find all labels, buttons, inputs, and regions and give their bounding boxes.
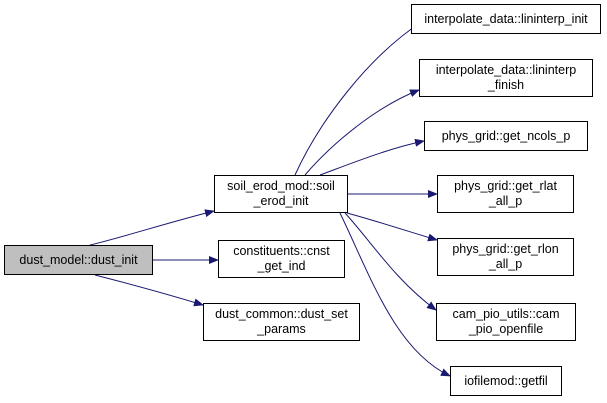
node-label-dust-set-params-line2: _params <box>257 322 306 336</box>
node-label-cam-pio-openfile-line2: _pio_openfile <box>468 322 544 336</box>
node-interpolate-data-lininterp-finish[interactable]: interpolate_data::lininterp _finish <box>419 59 593 97</box>
node-label-cnst-get-ind-line1: constituents::cnst <box>233 244 330 258</box>
node-label-get-rlat-all-p-line2: _all_p <box>488 194 523 208</box>
edge-dust-init-to-dust-set-params <box>94 274 204 307</box>
node-label-lininterp-finish-line2: _finish <box>487 78 525 92</box>
node-phys-grid-get-rlat-all-p[interactable]: phys_grid::get_rlat _all_p <box>437 175 574 213</box>
node-label-dust-init: dust_model::dust_init <box>19 252 138 267</box>
edge-soil-erod-init-to-lininterp-init <box>294 20 424 176</box>
edge-soil-erod-init-to-cam-pio-openfile <box>344 212 437 311</box>
node-phys-grid-get-rlon-all-p[interactable]: phys_grid::get_rlon _all_p <box>437 238 574 276</box>
node-soil-erod-mod-soil-erod-init[interactable]: soil_erod_mod::soil _erod_init <box>214 175 348 213</box>
node-label-soil-erod-init-line2: _erod_init <box>253 194 309 208</box>
node-label-get-rlat-all-p-line1: phys_grid::get_rlat <box>454 179 557 193</box>
node-cam-pio-utils-cam-pio-openfile[interactable]: cam_pio_utils::cam _pio_openfile <box>436 303 576 341</box>
node-label-cam-pio-openfile-line1: cam_pio_utils::cam <box>452 307 560 321</box>
edge-soil-erod-init-to-lininterp-finish <box>304 89 420 176</box>
node-dust-model-dust-init[interactable]: dust_model::dust_init <box>4 245 153 275</box>
node-label-get-rlon-all-p-line1: phys_grid::get_rlon <box>452 242 559 256</box>
node-dust-common-dust-set-params[interactable]: dust_common::dust_set _params <box>203 303 360 341</box>
node-interpolate-data-lininterp-init[interactable]: interpolate_data::lininterp_init <box>411 4 601 34</box>
node-iofilemod-getfil[interactable]: iofilemod::getfil <box>450 366 562 396</box>
node-label-get-ncols-p: phys_grid::get_ncols_p <box>441 128 571 143</box>
edge-soil-erod-init-to-get-rlon-all-p <box>346 212 438 242</box>
node-phys-grid-get-ncols-p[interactable]: phys_grid::get_ncols_p <box>424 121 588 151</box>
node-label-lininterp-finish-line1: interpolate_data::lininterp <box>435 63 577 77</box>
edge-soil-erod-init-to-getfil <box>339 212 451 377</box>
node-label-dust-set-params-line1: dust_common::dust_set <box>215 307 348 321</box>
node-label-getfil: iofilemod::getfil <box>464 373 548 388</box>
node-label-get-rlon-all-p-line2: _all_p <box>488 257 523 271</box>
node-constituents-cnst-get-ind[interactable]: constituents::cnst _get_ind <box>218 240 345 278</box>
node-label-lininterp-init: interpolate_data::lininterp_init <box>424 11 588 26</box>
node-label-soil-erod-init-line1: soil_erod_mod::soil <box>227 179 335 193</box>
edge-soil-erod-init-to-get-ncols-p <box>319 138 425 176</box>
edge-dust-init-to-soil-erod-init <box>89 209 215 246</box>
node-label-cnst-get-ind-line2: _get_ind <box>257 259 306 273</box>
